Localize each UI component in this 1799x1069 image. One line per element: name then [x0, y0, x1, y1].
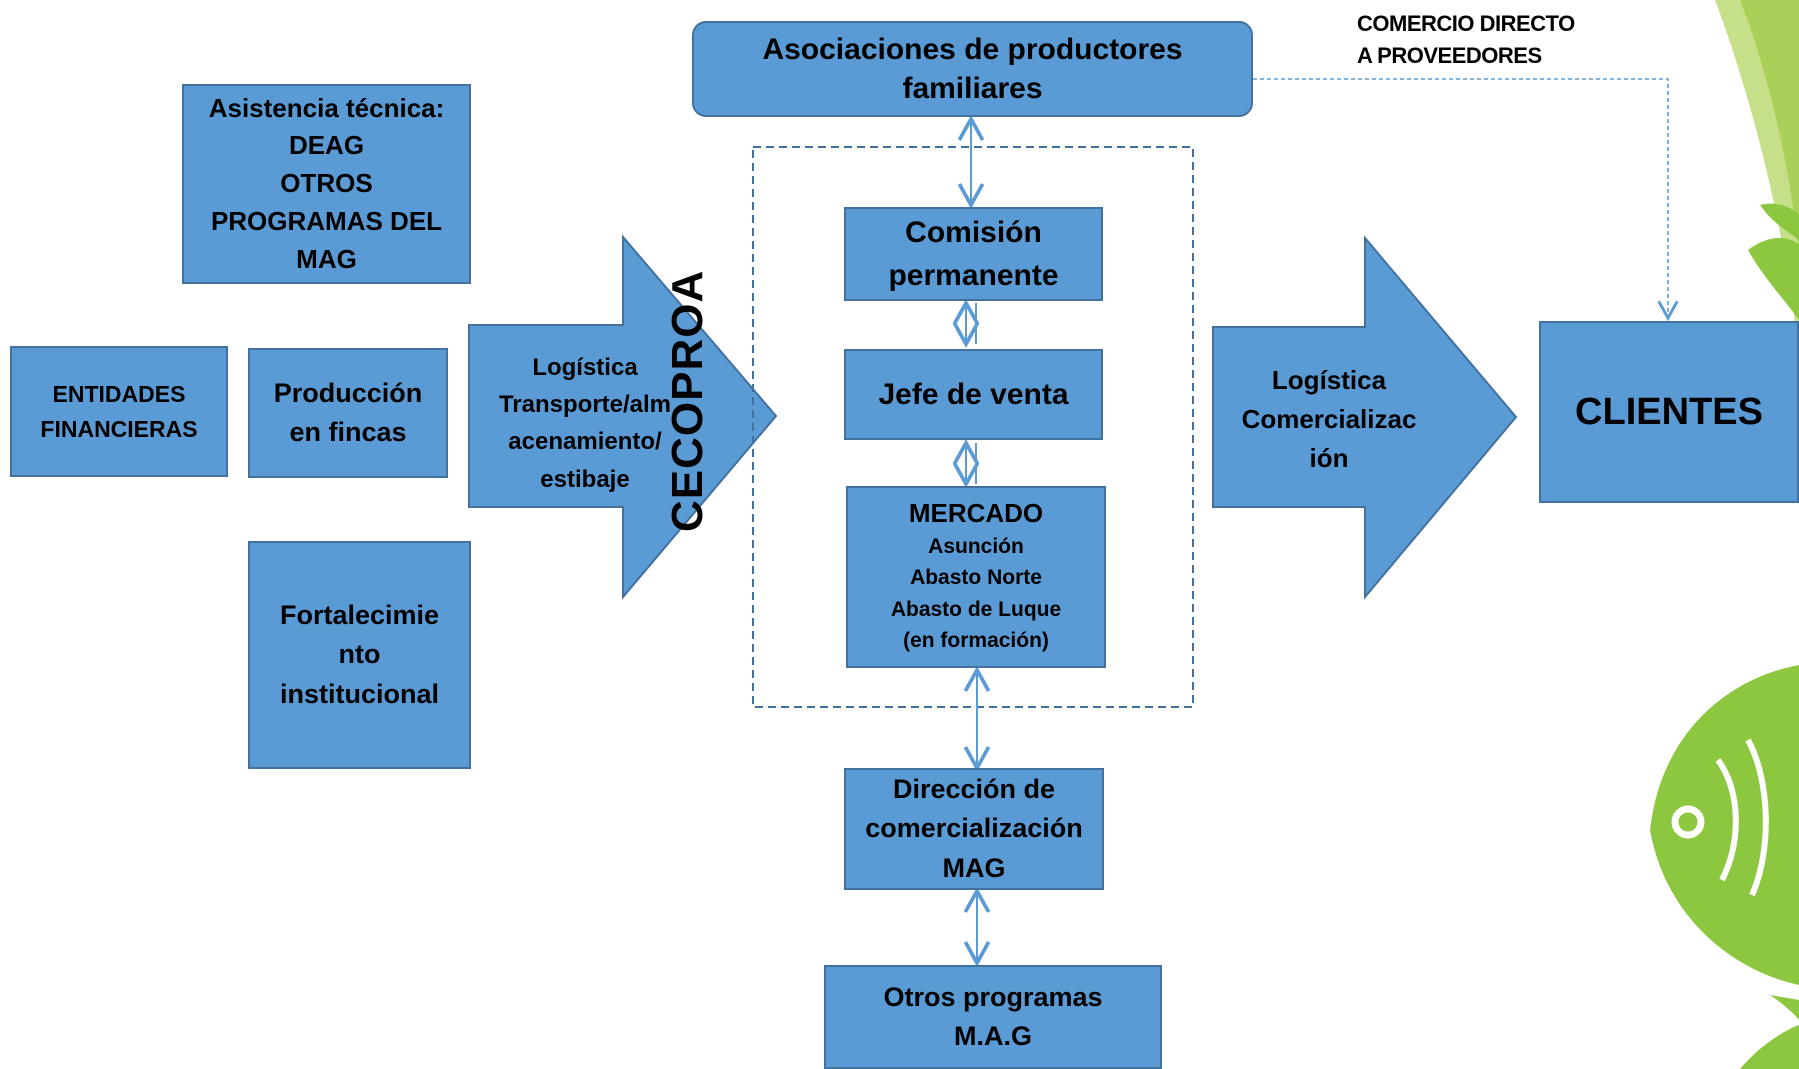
clientes-box: CLIENTES — [1539, 321, 1799, 503]
mercado-title: MERCADO — [908, 498, 1044, 529]
direccion-comercializacion-box: Dirección de comercialización MAG — [844, 768, 1104, 890]
otros-programas-box: Otros programas M.A.G — [824, 965, 1162, 1069]
fortalecimiento-label: Fortalecimie nto institucional — [279, 600, 440, 709]
logistica-transporte-label: Logística Transporte/alm acenamiento/ es… — [498, 354, 672, 493]
otros-programas-label: Otros programas M.A.G — [883, 981, 1103, 1051]
asistencia-tecnica-box: Asistencia técnica: DEAG OTROS PROGRAMAS… — [182, 84, 471, 284]
asociaciones-box: Asociaciones de productores familiares — [692, 21, 1253, 117]
asistencia-tecnica-label: Asistencia técnica: DEAG OTROS PROGRAMAS… — [208, 92, 445, 274]
fortalecimiento-box: Fortalecimie nto institucional — [248, 541, 471, 769]
entidades-financieras-label: ENTIDADES FINANCIERAS — [40, 381, 198, 442]
direccion-comercializacion-label: Dirección de comercialización MAG — [865, 774, 1083, 883]
connector-jefe-mercado — [952, 439, 980, 488]
logistics-transport-arrow — [468, 234, 778, 600]
mercado-box: MERCADO Asunción Abasto Norte Abasto de … — [846, 486, 1106, 668]
logistica-comercializacion-label: Logística Comercializac ión — [1241, 365, 1417, 473]
connector-direct-commerce — [1253, 78, 1679, 322]
clientes-label: CLIENTES — [1575, 390, 1763, 433]
produccion-fincas-box: Producción en fincas — [248, 348, 448, 478]
entidades-financieras-box: ENTIDADES FINANCIERAS — [10, 346, 228, 477]
comercio-directo-label: COMERCIO DIRECTO A PROVEEDORES — [1357, 11, 1575, 68]
logistics-commercial-arrow — [1212, 235, 1518, 600]
produccion-fincas-label: Producción en fincas — [273, 377, 423, 447]
leaf-decoration — [1715, 0, 1799, 360]
jefe-venta-box: Jefe de venta — [844, 349, 1103, 440]
connector-comision-jefe — [952, 299, 980, 348]
comision-permanente-box: Comisión permanente — [844, 207, 1103, 301]
jefe-venta-label: Jefe de venta — [878, 377, 1069, 411]
asociaciones-label: Asociaciones de productores familiares — [762, 33, 1183, 105]
fish-icon — [1650, 665, 1799, 1069]
cecoproa-boundary — [752, 146, 1194, 708]
comision-permanente-label: Comisión permanente — [888, 215, 1059, 293]
mercado-items: Asunción Abasto Norte Abasto de Luque (e… — [890, 534, 1062, 653]
cecoproa-label: CECOPROA — [663, 269, 712, 532]
